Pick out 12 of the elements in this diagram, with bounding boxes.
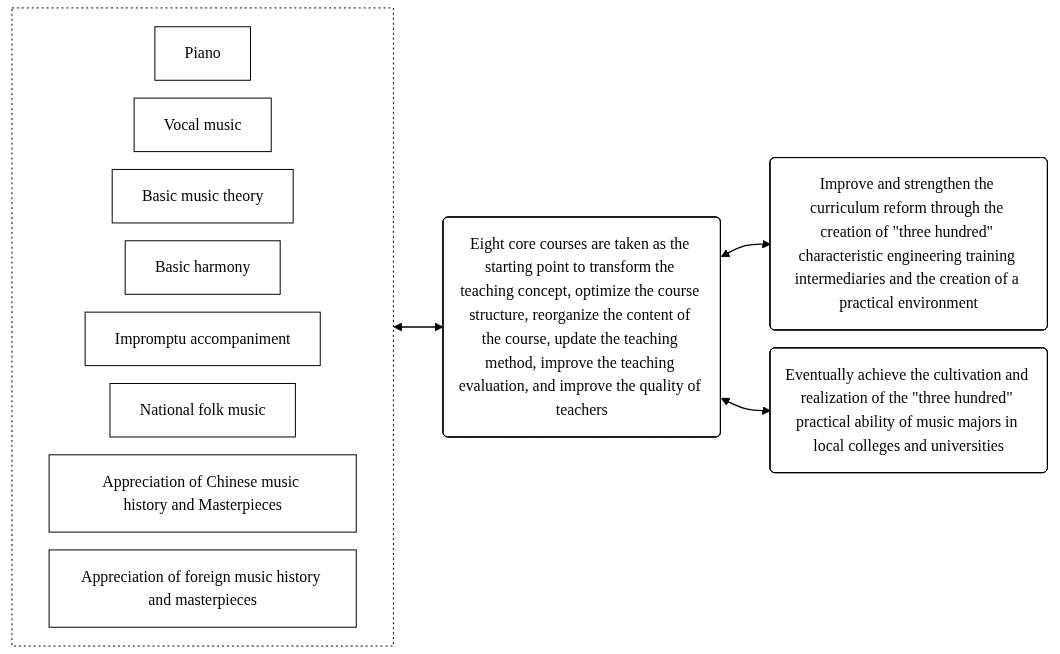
node-box: Basic music theory: [112, 168, 294, 224]
node-box: Appreciation of foreign music history and masterpieces: [48, 549, 358, 628]
node-box: Piano: [154, 26, 252, 81]
node-box: Vocal music: [133, 97, 273, 153]
arrow: [721, 397, 772, 415]
arrow: [721, 239, 772, 258]
arrow: [393, 322, 444, 332]
cluster: [11, 7, 395, 647]
node-box: National folk music: [109, 382, 297, 438]
node-box: Appreciation of Chinese music history and Masterpieces: [48, 454, 358, 533]
node-box: Basic harmony: [125, 240, 281, 295]
node-box: Impromptu accompaniment: [84, 311, 322, 367]
